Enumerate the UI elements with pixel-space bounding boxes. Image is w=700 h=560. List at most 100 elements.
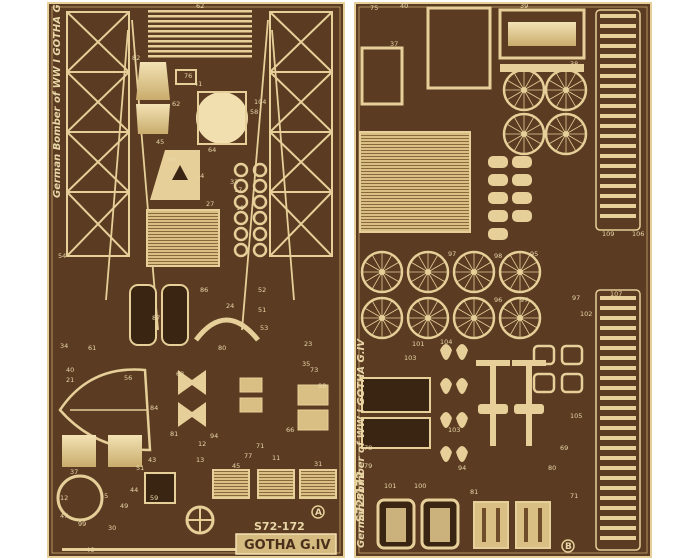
seat-part — [62, 435, 96, 467]
part-number-label: 105 — [570, 412, 582, 420]
part-number-label: 73 — [310, 366, 318, 374]
part-number-label: 94 — [210, 432, 218, 440]
part-number-label: 75 — [370, 4, 378, 12]
part-number-label: 61 — [88, 344, 96, 352]
part-number-label: 81 — [470, 488, 478, 496]
part-number-label: 62 — [176, 370, 184, 378]
top-strips — [148, 10, 252, 58]
part-number-label: 14 — [196, 172, 204, 180]
part-number-label: 40 — [400, 2, 408, 10]
pill-parts — [488, 156, 532, 240]
dark-plate — [361, 377, 431, 413]
right-wing-truss — [269, 11, 333, 257]
chain-strip — [595, 9, 641, 551]
grille-plate — [212, 469, 250, 499]
floor-panel — [146, 209, 220, 267]
part-number-label: 97 — [520, 296, 528, 304]
left-badge: A — [315, 508, 322, 518]
part-number-label: 55 — [100, 492, 108, 500]
rudder-panel — [161, 284, 189, 346]
part-number-label: 46 — [168, 156, 176, 164]
left-sheet-vertical-text: German Bomber of WW I GOTHA G.IV — [52, 0, 63, 198]
right-badge-circle — [561, 539, 575, 553]
part-number-label: 58 — [250, 108, 258, 116]
part-number-label: 33 — [230, 178, 238, 186]
grille-plate — [257, 469, 295, 499]
part-number-label: 44 — [130, 486, 138, 494]
round-panel — [196, 92, 248, 144]
spoked-wheel — [360, 296, 404, 340]
part-number-label: 86 — [200, 286, 208, 294]
part-number-label: 59 — [150, 494, 158, 502]
seat-part — [108, 435, 142, 467]
part-number-label: 97 — [448, 250, 456, 258]
part-number-label: 39 — [520, 2, 528, 10]
part-number-label: 97 — [572, 294, 580, 302]
instrument-box — [360, 46, 404, 106]
part-number-label: 51 — [136, 464, 144, 472]
part-number-label: 98 — [494, 252, 502, 260]
spoked-wheel — [452, 296, 496, 340]
windscreen-part — [136, 62, 170, 100]
part-number-label: 71 — [256, 442, 264, 450]
part-number-label: 95 — [530, 250, 538, 258]
part-number-label: 40 — [66, 366, 74, 374]
part-number-label: 12 — [60, 494, 68, 502]
framed-squares — [532, 344, 584, 394]
part-number-label: 78 — [364, 444, 372, 452]
left-sheet-code: S72-172 — [254, 520, 305, 533]
part-number-label: 13 — [196, 456, 204, 464]
part-number-label: 46 — [86, 546, 94, 554]
spoked-wheel — [498, 296, 542, 340]
part-number-label: 11 — [272, 454, 280, 462]
right-sheet-code-visible: S72-172 — [354, 471, 367, 522]
part-number-label: 81 — [170, 430, 178, 438]
part-number-label: 107 — [610, 290, 622, 298]
spoked-wheel — [544, 112, 588, 156]
left-nameplate: GOTHA G.IV — [244, 538, 331, 553]
part-number-label: 56 — [124, 374, 132, 382]
instrument-box — [426, 6, 492, 90]
t-bracket — [476, 360, 546, 446]
part-number-label: 12 — [198, 440, 206, 448]
radiator-plate — [498, 8, 586, 60]
ribbed-panel — [359, 131, 471, 233]
part-number-label: 71 — [570, 492, 578, 500]
part-number-label: 102 — [580, 310, 592, 318]
left-etch-sheet: German Bomber of WW I GOTHA G.IV S72-172… — [47, 0, 345, 558]
part-number-label: 37 — [70, 468, 78, 476]
part-number-label: 31 — [314, 460, 322, 468]
spoked-wheel — [360, 250, 404, 294]
part-number-label: 51 — [258, 306, 266, 314]
spoked-wheel — [502, 112, 546, 156]
part-number-label: 23 — [304, 340, 312, 348]
bowtie-parts — [178, 370, 206, 427]
rudder-panel — [129, 284, 157, 346]
spoked-wheel — [498, 250, 542, 294]
part-number-label: 62 — [196, 2, 204, 10]
gauge-grid — [239, 377, 329, 431]
part-number-label: 62 — [172, 100, 180, 108]
spoked-wheel-group — [360, 68, 588, 340]
leaf-parts — [440, 344, 468, 462]
part-number-label: 45 — [156, 138, 164, 146]
window-glazed — [473, 501, 509, 549]
part-number-label: 24 — [226, 302, 234, 310]
part-number-label: 99 — [78, 520, 86, 528]
part-number-label: 45 — [232, 462, 240, 470]
spoked-wheel — [406, 296, 450, 340]
part-number-label: 19 — [236, 204, 244, 212]
part-number-label: 96 — [494, 296, 502, 304]
part-number-label: 103 — [448, 426, 460, 434]
part-number-label: 34 — [60, 342, 68, 350]
part-number-label: 54 — [58, 252, 66, 260]
part-number-label: 66 — [286, 426, 294, 434]
part-number-label: 109 — [602, 230, 614, 238]
part-number-label: 17 — [234, 186, 242, 194]
part-number-label: 41 — [194, 80, 202, 88]
part-number-label: 30 — [108, 524, 116, 532]
part-number-label: 101 — [384, 482, 396, 490]
